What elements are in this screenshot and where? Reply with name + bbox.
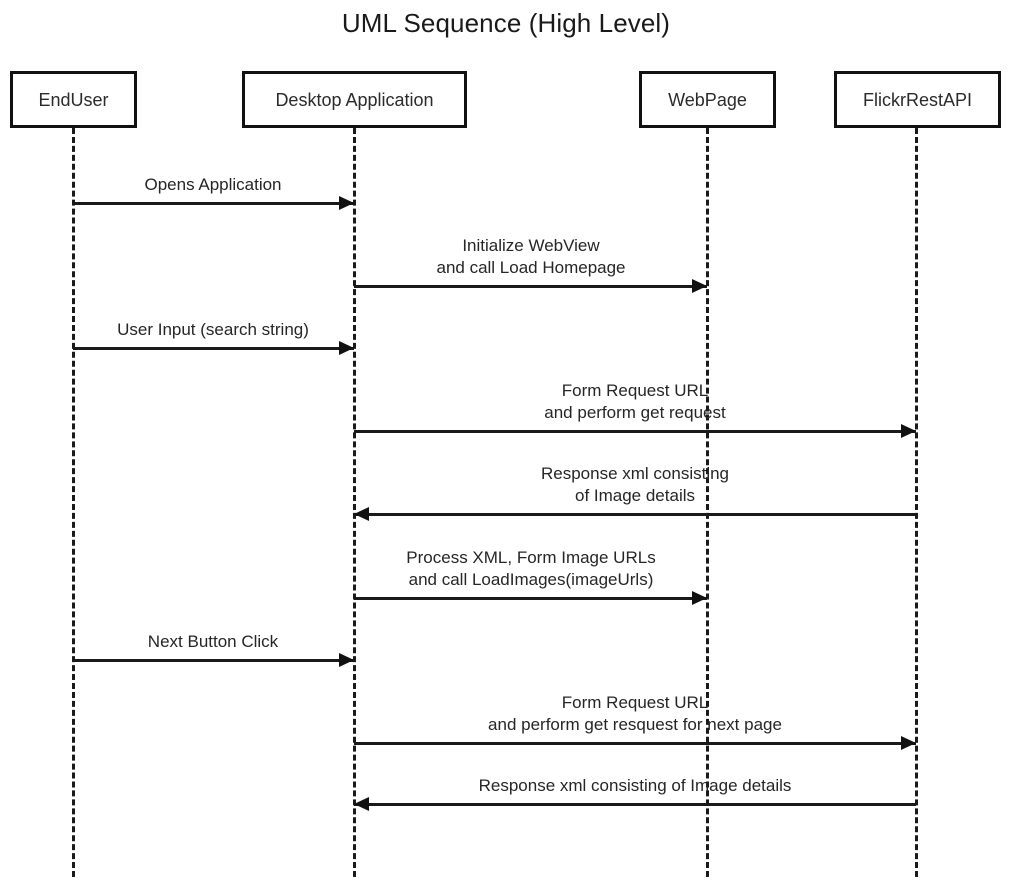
arrowhead-right-icon [339,653,354,667]
message-label-8: Form Request URL and perform get resquest… [488,692,782,736]
message-label-line: Form Request URL [561,693,709,712]
arrowhead-right-icon [901,736,916,750]
message-line-1 [73,202,354,205]
message-label-line: Response xml consisting of Image details [478,776,792,795]
message-label-line: User Input (search string) [117,320,309,339]
diagram-title: UML Sequence (High Level) [341,8,671,38]
message-label-line: Form Request URL [561,381,709,400]
lifeline-flickrapi [915,128,918,877]
lifeline-enduser [72,128,75,877]
participant-label: FlickrRestAPI [862,89,972,110]
message-label-line: Next Button Click [147,632,279,651]
message-line-7 [73,659,354,662]
message-line-3 [73,347,354,350]
message-label-9: Response xml consisting of Image details [479,775,792,797]
message-label-line: of Image details [574,486,695,505]
message-label-line: and call LoadImages(imageUrls) [408,570,654,589]
arrowhead-left-icon [354,507,369,521]
participant-box-flickrapi[interactable]: FlickrRestAPI [834,71,1001,128]
message-label-line: and perform get request [544,403,726,422]
arrowhead-right-icon [339,341,354,355]
message-label-line: Response xml consisting [540,464,730,483]
message-label-line: and call Load Homepage [436,258,626,277]
message-label-4: Form Request URL and perform get request [544,380,725,424]
message-label-7: Next Button Click [148,631,278,653]
message-line-9 [354,803,916,806]
message-label-line: Process XML, Form Image URLs [406,548,656,567]
arrowhead-right-icon [339,196,354,210]
message-label-5: Response xml consisting of Image details [541,463,729,507]
arrowhead-left-icon [354,797,369,811]
message-line-2 [354,285,707,288]
arrowhead-right-icon [692,279,707,293]
participant-box-webpage[interactable]: WebPage [639,71,776,128]
message-line-5 [354,513,916,516]
message-label-2: Initialize WebView and call Load Homepage [436,235,625,279]
message-label-line: and perform get resquest for next page [488,715,782,734]
message-label-3: User Input (search string) [117,319,309,341]
message-label-line: Opens Application [144,175,282,194]
message-line-4 [354,430,916,433]
arrowhead-right-icon [692,591,707,605]
participant-label: EndUser [38,89,109,110]
lifeline-webpage [706,128,709,877]
message-label-line: Initialize WebView [462,236,600,255]
message-line-6 [354,597,707,600]
arrowhead-right-icon [901,424,916,438]
participant-box-desktop[interactable]: Desktop Application [242,71,467,128]
lifeline-desktop [353,128,356,877]
participant-box-enduser[interactable]: EndUser [10,71,137,128]
message-line-8 [354,742,916,745]
participant-label: Desktop Application [275,89,434,110]
participant-label: WebPage [668,89,747,110]
message-label-1: Opens Application [144,174,281,196]
message-label-6: Process XML, Form Image URLs and call Loa… [406,547,655,591]
